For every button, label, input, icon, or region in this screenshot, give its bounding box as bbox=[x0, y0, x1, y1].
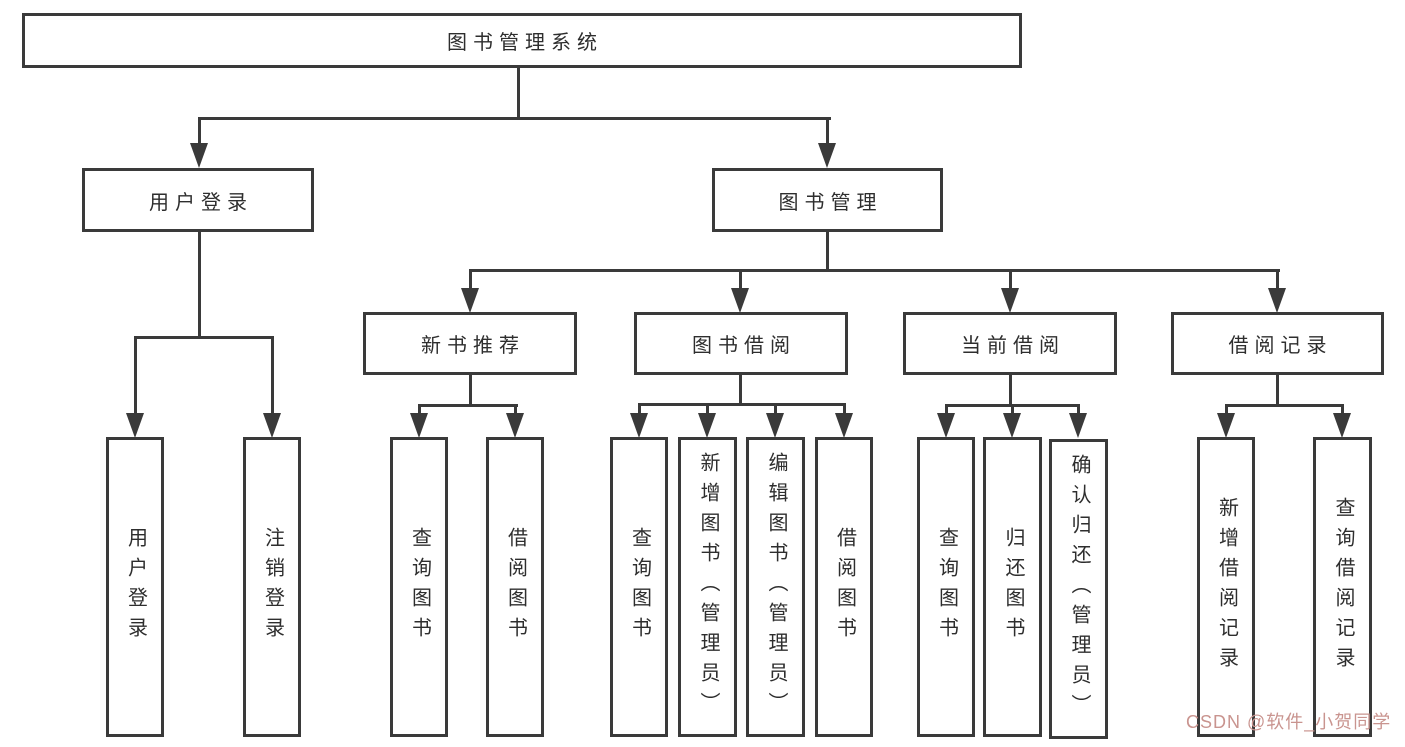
down-arrow-icon bbox=[1001, 288, 1019, 313]
connector-book-mgmt-down bbox=[826, 230, 829, 272]
leaf-borrow-book-2: 借阅图书 bbox=[815, 437, 873, 737]
connector-l3-stem bbox=[469, 269, 472, 291]
leaf-query-book-1-label: 查询图书 bbox=[408, 527, 431, 647]
leaf-user-login: 用户登录 bbox=[106, 437, 164, 737]
down-arrow-icon bbox=[1268, 288, 1286, 313]
down-arrow-icon bbox=[731, 288, 749, 313]
node-new-book-recommend: 新书推荐 bbox=[363, 312, 577, 375]
leaf-borrow-book-1: 借阅图书 bbox=[486, 437, 544, 737]
down-arrow-icon bbox=[1333, 413, 1351, 438]
down-arrow-icon bbox=[1003, 413, 1021, 438]
leaf-borrow-book-2-label: 借阅图书 bbox=[833, 527, 856, 647]
down-arrow-icon bbox=[1217, 413, 1235, 438]
leaf-add-book-admin-label: 新增图书（管理员） bbox=[697, 452, 719, 722]
leaf-add-borrow-record-label: 新增借阅记录 bbox=[1215, 497, 1238, 677]
connector-l3-stem bbox=[1009, 269, 1012, 291]
down-arrow-icon bbox=[766, 413, 784, 438]
connector-l3-stem bbox=[739, 269, 742, 291]
connector-leaf-stem bbox=[638, 403, 641, 416]
connector-leaf-stem bbox=[1077, 404, 1080, 416]
connector-group-stem bbox=[739, 373, 742, 406]
down-arrow-icon bbox=[1069, 413, 1087, 438]
node-user-login-label: 用户登录 bbox=[149, 191, 253, 214]
leaf-edit-book-admin-label: 编辑图书（管理员） bbox=[765, 452, 787, 722]
connector-leaf-stem bbox=[418, 404, 421, 416]
leaf-confirm-return-admin: 确认归还（管理员） bbox=[1049, 439, 1108, 739]
connector-user-group-rail bbox=[134, 336, 274, 339]
leaf-user-login-label: 用户登录 bbox=[124, 527, 147, 647]
connector-group-stem bbox=[469, 373, 472, 407]
down-arrow-icon bbox=[126, 413, 144, 438]
node-current-borrow: 当前借阅 bbox=[903, 312, 1117, 375]
connector-user-login-stem bbox=[198, 117, 201, 147]
connector-group-rail bbox=[1225, 404, 1344, 407]
connector-leaf-stem bbox=[945, 404, 948, 416]
connector-leaf-stem bbox=[134, 336, 137, 416]
leaf-edit-book-admin: 编辑图书（管理员） bbox=[746, 437, 805, 737]
connector-leaf-stem bbox=[271, 336, 274, 416]
connector-group-stem bbox=[1009, 373, 1012, 407]
connector-leaf-stem bbox=[514, 404, 517, 416]
csdn-watermark: CSDN @软件_小贺同学 bbox=[1186, 712, 1392, 732]
node-root-label: 图书管理系统 bbox=[447, 32, 603, 54]
leaf-query-borrow-record-label: 查询借阅记录 bbox=[1332, 497, 1354, 677]
node-book-borrow: 图书借阅 bbox=[634, 312, 848, 375]
down-arrow-icon bbox=[630, 413, 648, 438]
down-arrow-icon bbox=[818, 143, 836, 168]
down-arrow-icon bbox=[698, 413, 716, 438]
leaf-add-book-admin: 新增图书（管理员） bbox=[678, 437, 737, 737]
leaf-logout-label: 注销登录 bbox=[261, 527, 284, 647]
node-book-management-label: 图书管理 bbox=[778, 191, 883, 214]
down-arrow-icon bbox=[410, 413, 428, 438]
node-borrow-record: 借阅记录 bbox=[1171, 312, 1384, 375]
connector-group-rail bbox=[418, 404, 518, 407]
down-arrow-icon bbox=[190, 143, 208, 168]
connector-leaf-stem bbox=[843, 403, 846, 416]
down-arrow-icon bbox=[937, 413, 955, 438]
node-borrow-record-label: 借阅记录 bbox=[1228, 335, 1333, 357]
connector-root-stem bbox=[517, 66, 520, 120]
node-root: 图书管理系统 bbox=[22, 13, 1022, 68]
connector-group-stem bbox=[1276, 373, 1279, 407]
connector-leaf-stem bbox=[1011, 404, 1014, 416]
connector-level2-rail bbox=[198, 117, 831, 120]
down-arrow-icon bbox=[506, 413, 524, 438]
node-book-borrow-label: 图书借阅 bbox=[692, 335, 796, 357]
leaf-return-book-label: 归还图书 bbox=[1002, 527, 1024, 647]
leaf-logout: 注销登录 bbox=[243, 437, 301, 737]
node-new-book-recommend-label: 新书推荐 bbox=[421, 335, 525, 357]
leaf-query-book-3-label: 查询图书 bbox=[935, 527, 958, 647]
connector-user-group-stem bbox=[198, 230, 201, 339]
connector-leaf-stem bbox=[1225, 404, 1228, 416]
down-arrow-icon bbox=[263, 413, 281, 438]
leaf-confirm-return-admin-label: 确认归还（管理员） bbox=[1068, 454, 1090, 724]
leaf-query-borrow-record: 查询借阅记录 bbox=[1313, 437, 1372, 737]
leaf-query-book-1: 查询图书 bbox=[390, 437, 448, 737]
node-current-borrow-label: 当前借阅 bbox=[961, 335, 1065, 357]
down-arrow-icon bbox=[835, 413, 853, 438]
leaf-add-borrow-record: 新增借阅记录 bbox=[1197, 437, 1255, 737]
leaf-borrow-book-1-label: 借阅图书 bbox=[504, 527, 527, 647]
node-user-login: 用户登录 bbox=[82, 168, 314, 232]
leaf-return-book: 归还图书 bbox=[983, 437, 1042, 737]
leaf-query-book-3: 查询图书 bbox=[917, 437, 975, 737]
connector-book-mgmt-stem bbox=[826, 117, 829, 147]
leaf-query-book-2: 查询图书 bbox=[610, 437, 668, 737]
connector-leaf-stem bbox=[774, 403, 777, 416]
connector-l3-stem bbox=[1276, 269, 1279, 291]
down-arrow-icon bbox=[461, 288, 479, 313]
connector-level3-rail bbox=[469, 269, 1280, 272]
node-book-management: 图书管理 bbox=[712, 168, 943, 232]
connector-group-rail bbox=[638, 403, 846, 406]
connector-leaf-stem bbox=[1341, 404, 1344, 416]
leaf-query-book-2-label: 查询图书 bbox=[628, 527, 651, 647]
connector-leaf-stem bbox=[706, 403, 709, 416]
